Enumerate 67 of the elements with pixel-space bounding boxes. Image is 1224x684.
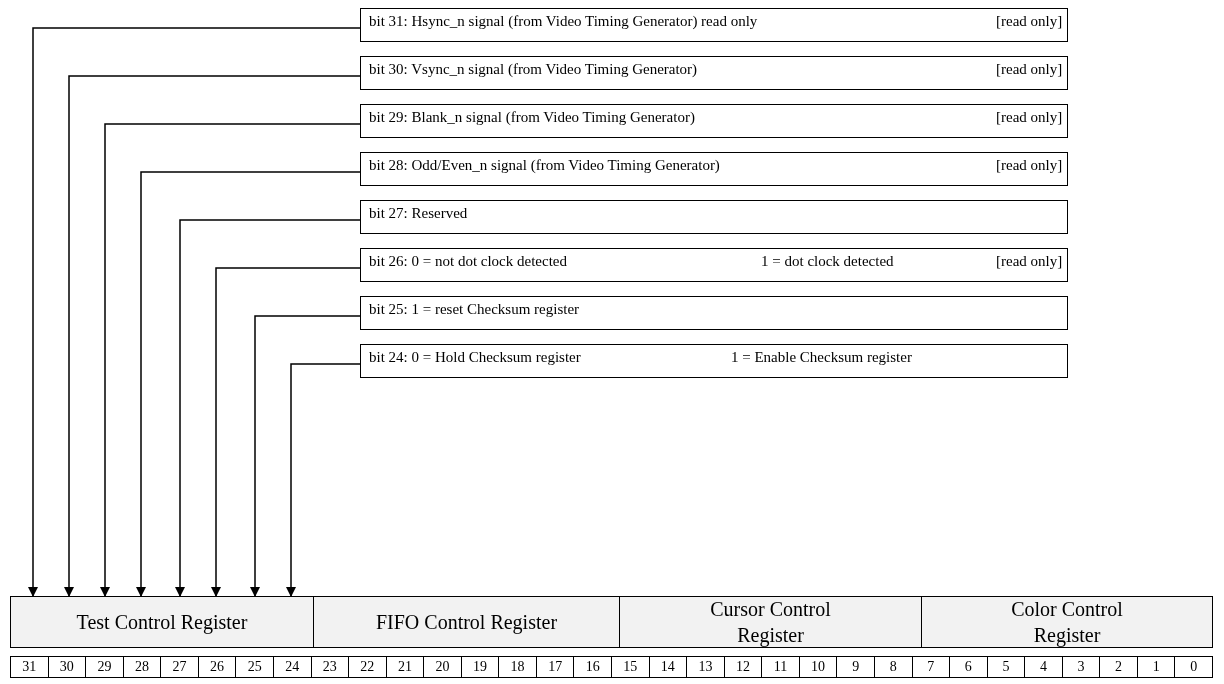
bit-number-cell: 25	[235, 656, 274, 678]
bit-number-cell: 29	[85, 656, 124, 678]
bit-number-cell: 27	[160, 656, 199, 678]
access-note: [read only]	[996, 61, 1063, 78]
bit-number-cell: 24	[272, 656, 312, 678]
access-note: [read only]	[996, 109, 1063, 126]
register-box: Color Control Register	[921, 596, 1213, 648]
bit-number-cell: 16	[573, 656, 612, 678]
bit-description: bit 25: 1 = reset Checksum register	[369, 301, 580, 318]
bit-number-cell: 31	[10, 656, 49, 678]
bit-number-cell: 11	[761, 656, 800, 678]
bit-description: bit 24: 0 = Hold Checksum register	[369, 349, 581, 366]
field-box	[360, 248, 1068, 282]
bit-number-cell: 1	[1136, 656, 1176, 678]
bit-number-cell: 12	[723, 656, 763, 678]
arrow	[28, 27, 361, 597]
bit-description: bit 30: Vsync_n signal (from Video Timing Generator)	[369, 61, 698, 78]
bit-description: bit 26: 0 = not dot clock detected	[369, 253, 567, 270]
bit-number-cell: 18	[498, 656, 537, 678]
bit-number-cell: 8	[873, 656, 913, 678]
bit-description: bit 29: Blank_n signal (from Video Timing Generator)	[369, 109, 695, 126]
field-box	[360, 8, 1068, 42]
access-note: [read only]	[996, 253, 1063, 270]
field-box	[360, 152, 1068, 186]
bit-description: 1 = Enable Checksum register	[731, 349, 912, 366]
bit-number-cell: 26	[197, 656, 237, 678]
arrow	[136, 171, 361, 597]
field-box	[360, 200, 1068, 234]
bit-number-cell: 4	[1024, 656, 1063, 678]
arrow	[250, 315, 361, 597]
arrow	[175, 219, 361, 597]
bit-description: bit 27: Reserved	[369, 205, 468, 222]
bit-number-cell: 21	[385, 656, 425, 678]
field-box	[360, 56, 1068, 90]
bit-number-cell: 10	[798, 656, 838, 678]
arrow	[100, 123, 361, 597]
bit-number-cell: 20	[423, 656, 462, 678]
bit-number-cell: 28	[122, 656, 162, 678]
access-note: [read only]	[996, 13, 1063, 30]
register-box: FIFO Control Register	[313, 596, 620, 648]
bit-number-cell: 9	[836, 656, 875, 678]
bit-number-cell: 0	[1174, 656, 1213, 678]
arrow	[211, 267, 361, 597]
bit-number-cell: 2	[1099, 656, 1138, 678]
bit-number-cell: 30	[47, 656, 87, 678]
bit-number-cell: 14	[648, 656, 688, 678]
bit-number-cell: 23	[310, 656, 350, 678]
bit-number-cell: 19	[460, 656, 500, 678]
bit-number-cell: 5	[986, 656, 1026, 678]
access-note: [read only]	[996, 157, 1063, 174]
arrow	[286, 363, 361, 597]
field-box	[360, 104, 1068, 138]
arrow	[64, 75, 361, 597]
register-box: Cursor Control Register	[619, 596, 922, 648]
register-box: Test Control Register	[10, 596, 314, 648]
bit-number-cell: 7	[911, 656, 951, 678]
bit-number-cell: 15	[611, 656, 650, 678]
bit-number-cell: 13	[686, 656, 725, 678]
field-box	[360, 344, 1068, 378]
bit-number-cell: 17	[535, 656, 575, 678]
bit-number-cell: 22	[348, 656, 387, 678]
bit-number-cell: 6	[949, 656, 988, 678]
field-box	[360, 296, 1068, 330]
bit-description: bit 31: Hsync_n signal (from Video Timing Generator) read only	[369, 13, 758, 30]
bit-number-cell: 3	[1061, 656, 1101, 678]
bit-description: bit 28: Odd/Even_n signal (from Video Timing Generator)	[369, 157, 720, 174]
bit-description: 1 = dot clock detected	[761, 253, 894, 270]
